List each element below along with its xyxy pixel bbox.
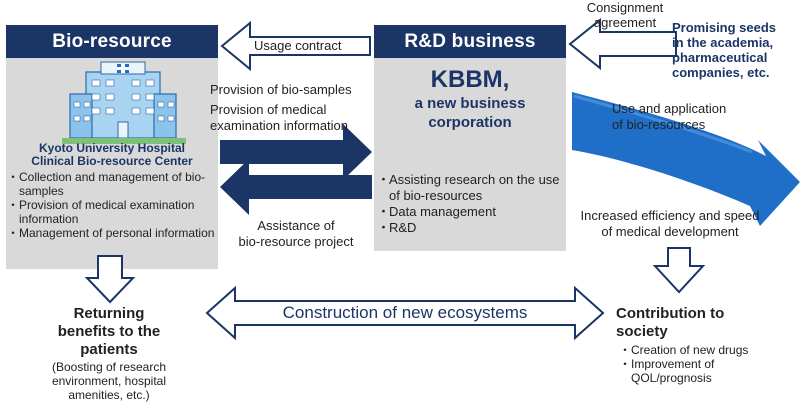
- contribution-block: Contribution to society Creation of new …: [616, 305, 800, 385]
- ecosystem-label: Construction of new ecosystems: [282, 303, 528, 322]
- rnd-item: R&D: [377, 220, 566, 236]
- ecosystem-double-arrow: [205, 285, 605, 341]
- contribution-title-line1: Contribution to: [616, 305, 725, 322]
- provision-medical-label: Provision of medical examination informa…: [210, 102, 348, 134]
- returning-title-line1: Returning: [73, 305, 145, 322]
- down-arrow-right: [652, 247, 706, 294]
- provision-medical-line2: examination information: [210, 118, 349, 133]
- center-name-line1: Kyoto University Hospital: [38, 141, 186, 155]
- kbbm-subtitle-2: corporation: [428, 114, 512, 131]
- usage-contract-label: Usage contract: [254, 38, 342, 53]
- hospital-icon: [62, 61, 186, 144]
- seeds-line4: companies, etc.: [672, 65, 770, 80]
- efficiency-line1: Increased efficiency and speed: [580, 208, 760, 223]
- rnd-item: Data management: [377, 204, 566, 220]
- efficiency-line2: of medical development: [601, 224, 739, 239]
- rnd-header: R&D business: [374, 25, 566, 58]
- consignment-line1: Consignment: [586, 0, 664, 15]
- down-arrow-left: [84, 255, 136, 304]
- provision-arrow: [220, 124, 372, 180]
- consignment-arrow: [568, 17, 677, 71]
- provision-medical-line1: Provision of medical: [210, 102, 327, 117]
- returning-title-line2: benefits to the: [57, 323, 161, 340]
- bioresource-item: Management of personal information: [7, 226, 218, 240]
- kbbm-block: KBBM, a new business corporation: [374, 66, 566, 132]
- use-application-line2: of bio-resources: [612, 117, 706, 132]
- assistance-line1: Assistance of: [257, 218, 335, 233]
- returning-note-line2: environment, hospital: [51, 374, 167, 388]
- kbbm-subtitle-1: a new business: [414, 95, 526, 112]
- bioresource-header: Bio-resource: [6, 25, 218, 58]
- assistance-arrow: [220, 159, 372, 215]
- bioresource-list: Collection and management of bio-samples…: [7, 170, 218, 240]
- usage-contract-arrow: [220, 20, 371, 72]
- rnd-list: Assisting research on the use of bio-res…: [377, 172, 566, 236]
- center-name: Kyoto University Hospital Clinical Bio-r…: [6, 142, 218, 168]
- curved-blue-arrow: [572, 92, 800, 226]
- assistance-line2: bio-resource project: [238, 234, 354, 249]
- consignment-label: Consignment agreement: [580, 0, 670, 30]
- provision-samples-label: Provision of bio-samples: [210, 82, 352, 97]
- returning-block: Returning benefits to the patients (Boos…: [4, 305, 214, 402]
- center-name-line2: Clinical Bio-resource Center: [31, 154, 193, 168]
- rnd-item: Assisting research on the use of bio-res…: [377, 172, 566, 204]
- seeds-line2: in the academia,: [672, 35, 774, 50]
- consignment-line2: agreement: [593, 15, 657, 30]
- returning-note-line3: amenities, etc.): [68, 388, 150, 402]
- bioresource-item: Provision of medical examination informa…: [7, 198, 218, 226]
- seeds-label: Promising seeds in the academia, pharmac…: [672, 20, 800, 80]
- seeds-line3: pharmaceutical: [672, 50, 768, 65]
- kbbm-title: KBBM,: [430, 66, 510, 93]
- returning-note-line1: (Boosting of research: [51, 360, 167, 374]
- efficiency-label: Increased efficiency and speed of medica…: [568, 208, 772, 240]
- contribution-item: Improvement of QOL/prognosis: [619, 357, 762, 385]
- bioresource-item: Collection and management of bio-samples: [7, 170, 218, 198]
- seeds-line1: Promising seeds: [672, 20, 777, 35]
- assistance-label: Assistance of bio-resource project: [222, 218, 370, 250]
- use-application-label: Use and application of bio-resources: [612, 101, 726, 133]
- use-application-line1: Use and application: [612, 101, 727, 116]
- contribution-title-line2: society: [616, 323, 668, 340]
- contribution-item: Creation of new drugs: [619, 343, 762, 357]
- returning-title-line3: patients: [80, 341, 138, 358]
